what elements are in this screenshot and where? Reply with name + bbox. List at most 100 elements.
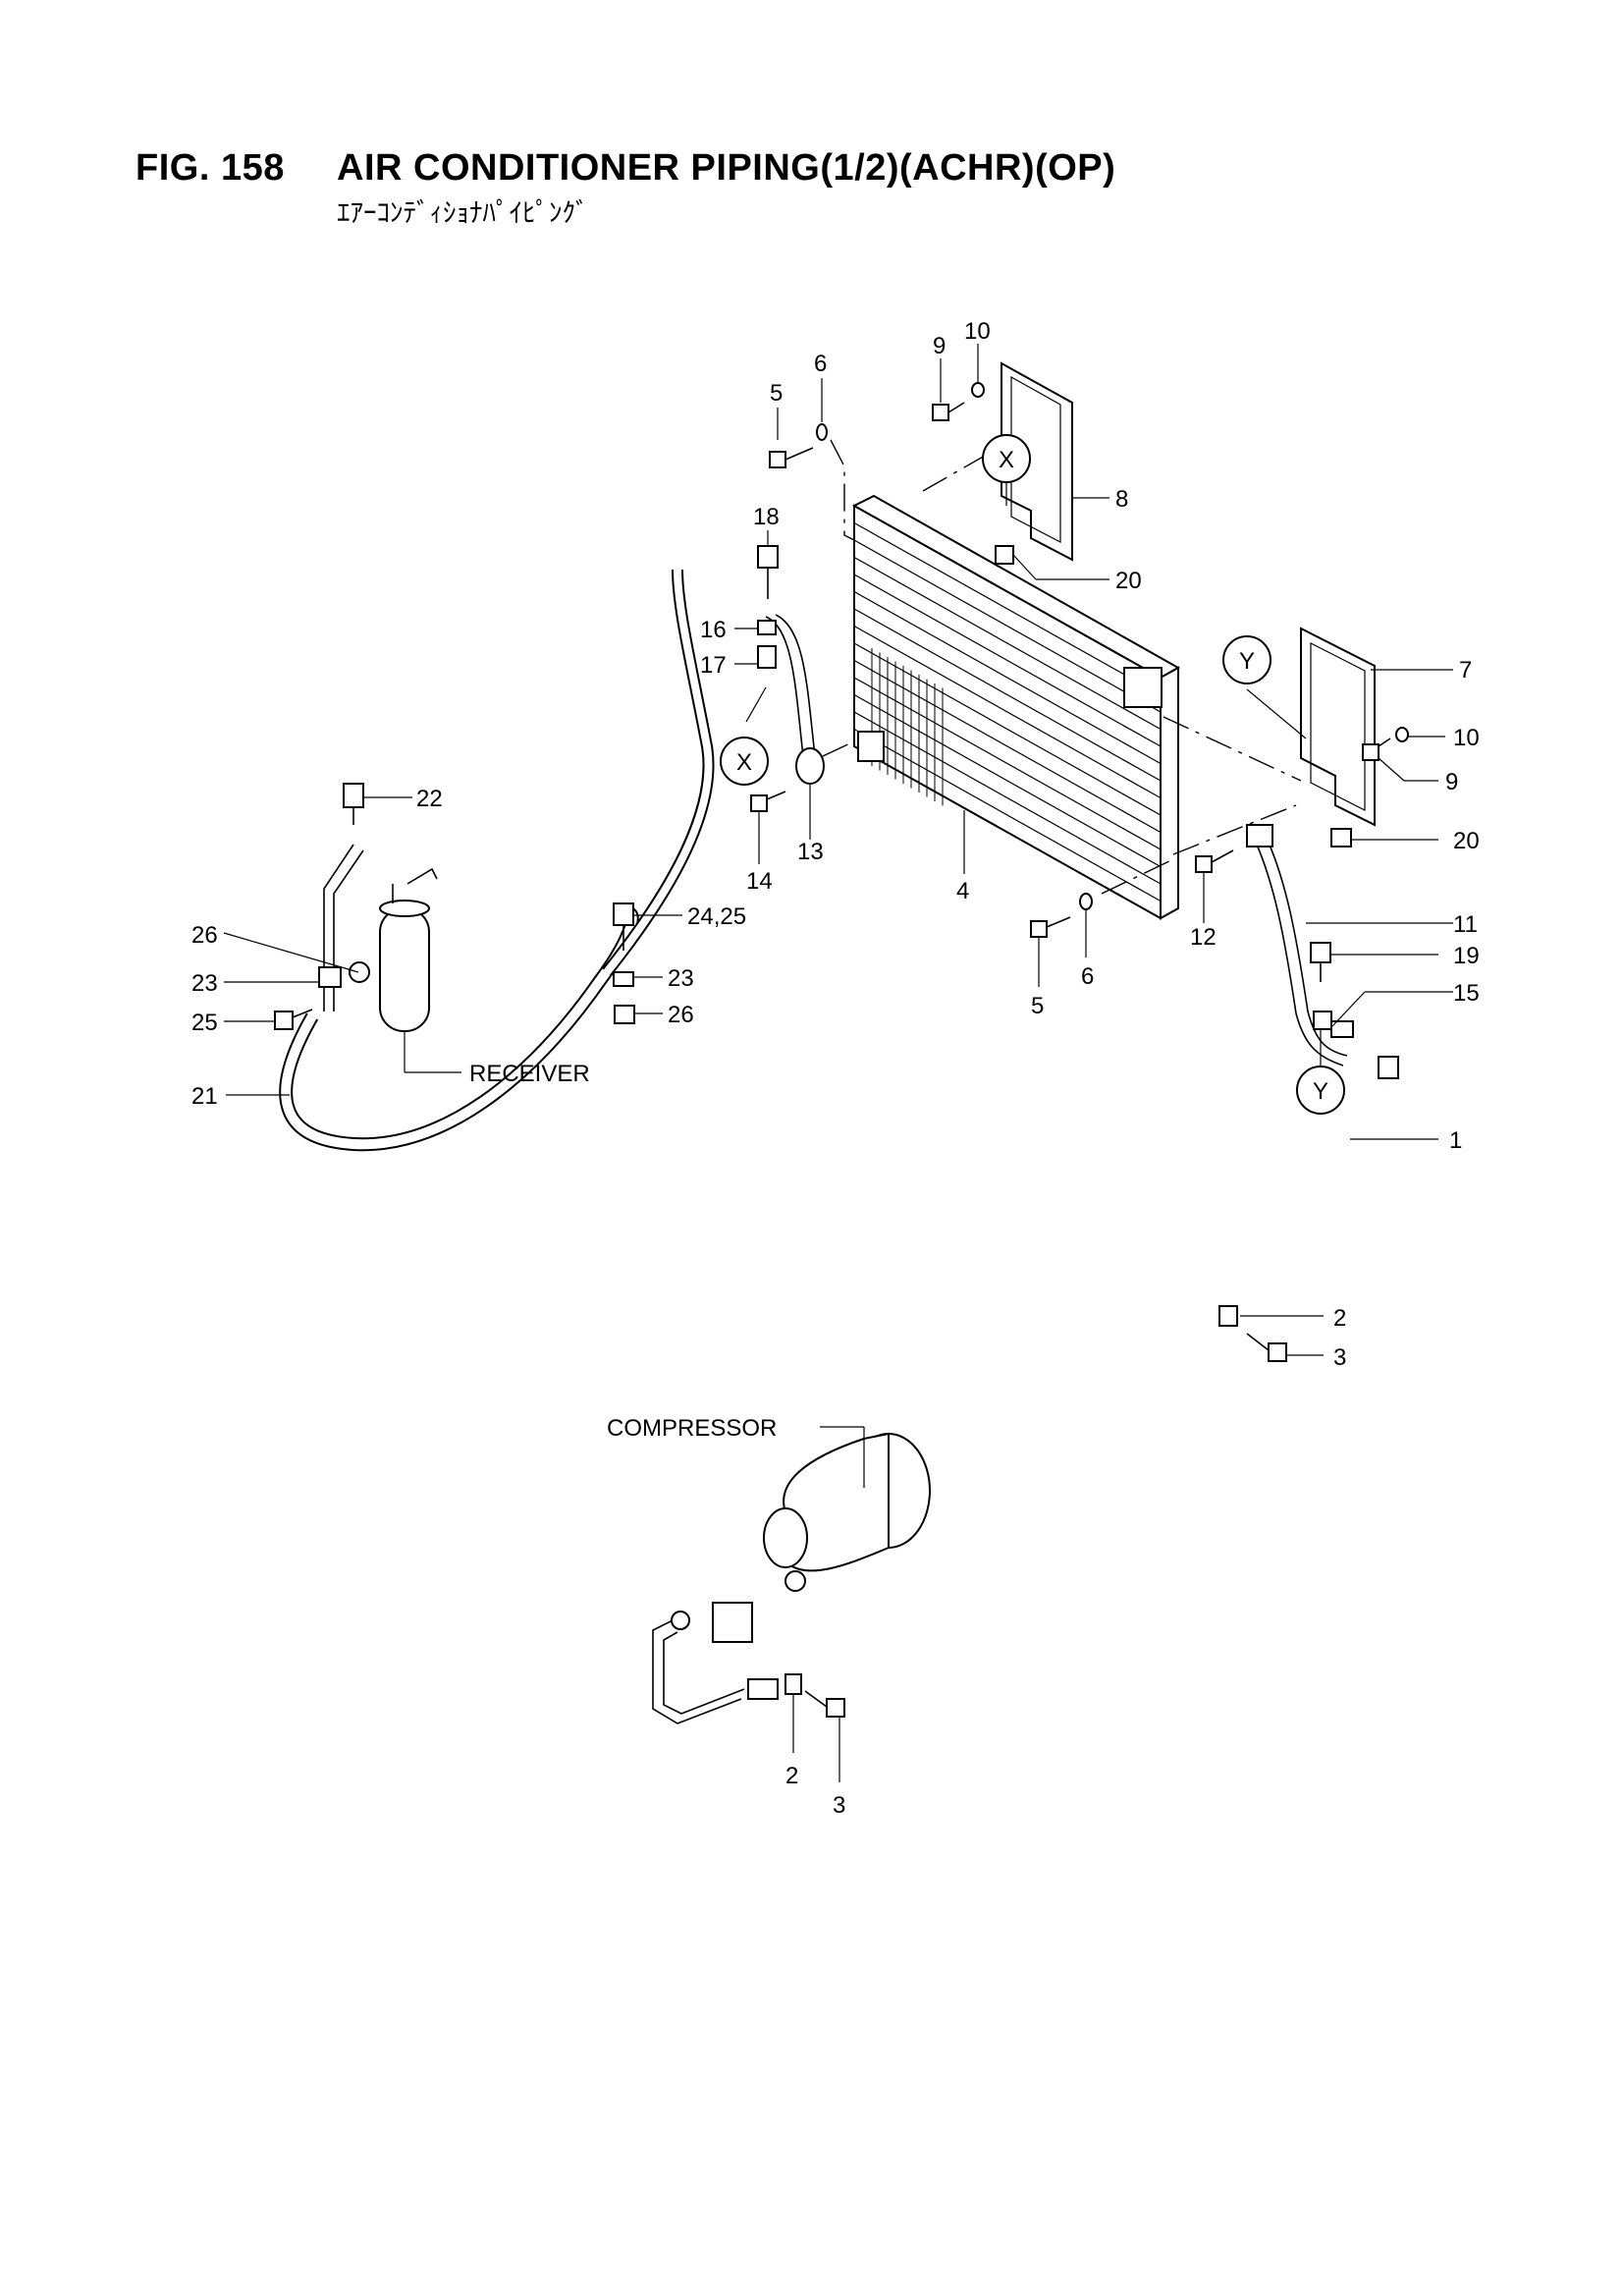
leader-15-a	[1331, 991, 1366, 1027]
callout-3b: 3	[833, 1792, 845, 1819]
callout-12: 12	[1190, 924, 1217, 951]
bolt-5-lower	[1030, 920, 1048, 938]
callout-19: 19	[1453, 943, 1480, 969]
bolt-3-lower	[826, 1698, 845, 1718]
marker-y1-label: Y	[1239, 648, 1255, 675]
callout-8: 8	[1115, 486, 1128, 513]
condenser-tube	[853, 574, 1162, 747]
callout-18: 18	[753, 504, 780, 530]
callout-17: 17	[700, 652, 727, 679]
condenser-tube	[853, 728, 1162, 902]
bracket-x	[1001, 361, 1073, 562]
washer-10-right	[1395, 727, 1409, 742]
reference-markers: X X Y Y	[720, 434, 1345, 1115]
hoses	[279, 569, 1389, 1724]
callout-9b: 9	[1445, 769, 1458, 795]
condenser-tube	[853, 625, 1162, 799]
callout-20b: 20	[1453, 828, 1480, 854]
marker-x1-circle	[982, 434, 1031, 483]
nut-20-top	[995, 545, 1014, 565]
receiver-sight-glass	[406, 867, 438, 885]
callout-5a: 5	[770, 380, 783, 407]
callout-4: 4	[956, 878, 969, 904]
bracket-y	[1300, 627, 1376, 827]
nut-20-right	[1330, 828, 1352, 847]
callout-11: 11	[1453, 911, 1478, 938]
clamp-15-fitting	[1330, 1020, 1354, 1038]
condenser-tube	[853, 590, 1162, 765]
condenser-tube	[853, 556, 1162, 731]
condenser-tube	[853, 608, 1162, 782]
dash-bolt12	[1172, 804, 1297, 855]
dash-bolt5-top	[830, 439, 855, 541]
condenser-assembly	[851, 494, 1181, 920]
condenser-tube	[853, 711, 1162, 885]
callout-2a: 2	[1333, 1305, 1346, 1332]
clamp-13	[795, 747, 825, 785]
callout-labels: 1 2 2 3 3 4 5 5 6 6 7 8 9 9 10 10 11 12 …	[191, 318, 1480, 1819]
compressor-nut	[671, 1611, 690, 1630]
receiver	[379, 867, 438, 1032]
callout-10a: 10	[964, 318, 991, 345]
figure-title: AIR CONDITIONER PIPING(1/2)(ACHR)(OP)	[337, 147, 1116, 189]
marker-y2-circle	[1296, 1066, 1345, 1115]
dash-bracket-x	[922, 451, 993, 492]
washer-6-top	[816, 423, 828, 441]
condenser-tube	[853, 693, 1162, 868]
hose-1	[732, 1083, 1389, 1693]
leader-9b-a	[1378, 757, 1405, 782]
bolt-3-upper-shank	[1246, 1333, 1270, 1351]
bolt-12	[1195, 855, 1213, 873]
pipe-11-edge	[1256, 844, 1344, 1066]
callout-1: 1	[1449, 1127, 1462, 1154]
condenser-tube	[853, 539, 1162, 713]
callout-5b: 5	[1031, 993, 1044, 1019]
bolt-18	[757, 545, 779, 569]
bolt-5-top	[769, 451, 786, 468]
bolt-14	[750, 794, 768, 812]
receiver-body	[379, 907, 430, 1032]
callout-25: 25	[191, 1010, 218, 1036]
bolt-24-25	[613, 902, 634, 926]
pipe-13-edge	[775, 614, 816, 757]
condenser-tube	[853, 642, 1162, 816]
pipe-upper	[603, 569, 713, 975]
clamp-15	[1313, 1011, 1332, 1030]
nut-17	[757, 645, 777, 669]
callout-3a: 3	[1333, 1344, 1346, 1371]
leader-lines	[223, 344, 1453, 1782]
compressor-fitting	[712, 1602, 753, 1643]
callout-9a: 9	[933, 333, 946, 359]
pipe-11-fitting	[1246, 824, 1273, 847]
callout-26b: 26	[668, 1002, 694, 1028]
fasteners	[274, 382, 1409, 1718]
compressor	[671, 1432, 931, 1643]
dash-bracket-y	[1163, 716, 1302, 782]
compressor-pipe-edge	[663, 1631, 745, 1715]
bolt-25-shank	[292, 1009, 313, 1018]
condenser-tube	[853, 659, 1162, 834]
leader-26a	[223, 932, 359, 973]
callout-6b: 6	[1081, 963, 1094, 990]
bolt-5-lower-shank	[1046, 916, 1071, 928]
bolt-12-shank	[1211, 849, 1234, 863]
callout-26a: 26	[191, 922, 218, 949]
dash-bolt5-lower	[1101, 858, 1174, 895]
hose-1-fitting	[1378, 1056, 1399, 1079]
marker-x2-label: X	[736, 749, 752, 776]
condenser-tube	[853, 677, 1162, 850]
clamp-23-left	[318, 966, 342, 988]
assembly-lines	[822, 439, 1302, 895]
nut-26-left	[349, 961, 370, 983]
dash-clamp13	[822, 740, 855, 757]
marker-x2-circle	[720, 737, 769, 786]
compressor-port	[784, 1570, 806, 1592]
condenser-top-bracket	[1123, 667, 1163, 708]
clamp-16	[757, 620, 777, 635]
bolt-25	[274, 1011, 294, 1030]
marker-y1-circle	[1222, 635, 1271, 684]
bolt-19	[1310, 942, 1331, 963]
compressor-pipe	[652, 1619, 742, 1724]
receiver-label: RECEIVER	[469, 1061, 590, 1087]
